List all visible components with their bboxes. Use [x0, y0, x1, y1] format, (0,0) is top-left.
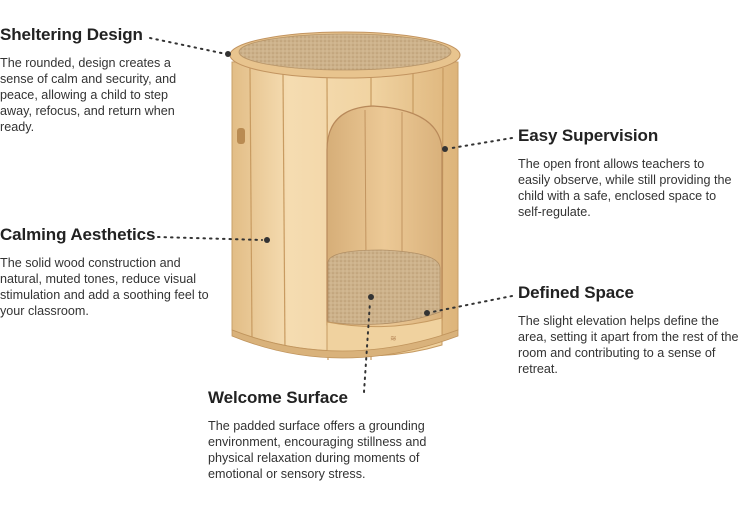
leader-dot-sheltering-design	[225, 51, 231, 57]
leader-welcome-surface	[363, 301, 371, 393]
handle-cutout	[237, 128, 245, 144]
callout-text: The open front allows teachers to easily…	[518, 157, 732, 219]
leader-dot-welcome-surface	[368, 294, 374, 300]
callout-sheltering-design: Sheltering Design The rounded, design cr…	[0, 25, 200, 135]
leader-dot-defined-space	[424, 310, 430, 316]
callout-text: The solid wood construction and natural,…	[0, 256, 209, 318]
callout-welcome-surface: Welcome Surface The padded surface offer…	[208, 388, 458, 482]
callout-text: The padded surface offers a grounding en…	[208, 419, 427, 481]
callout-title: Easy Supervision	[518, 126, 659, 145]
leader-calming-aesthetics	[157, 236, 263, 241]
leader-dot-easy-supervision	[442, 146, 448, 152]
leader-easy-supervision	[451, 137, 513, 149]
callout-title: Defined Space	[518, 283, 634, 302]
leader-defined-space	[431, 295, 513, 313]
leader-dot-calming-aesthetics	[264, 237, 270, 243]
callout-title: Sheltering Design	[0, 25, 143, 44]
leader-sheltering-design	[149, 37, 227, 55]
callout-text: The rounded, design creates a sense of c…	[0, 56, 177, 134]
callout-calming-aesthetics: Calming Aesthetics The solid wood constr…	[0, 225, 212, 319]
callout-easy-supervision: Easy Supervision The open front allows t…	[518, 126, 733, 220]
callout-text: The slight elevation helps define the ar…	[518, 314, 739, 376]
callout-title: Welcome Surface	[208, 388, 348, 407]
base-edge	[231, 329, 459, 359]
interior-slats	[364, 109, 403, 263]
inner-padded-floor	[327, 249, 441, 325]
callout-title: Calming Aesthetics	[0, 225, 156, 244]
top-padded-surface	[238, 33, 452, 71]
leader-lines	[149, 37, 513, 393]
logo-mark: ≋	[390, 334, 397, 343]
callout-defined-space: Defined Space The slight elevation helps…	[518, 283, 744, 377]
